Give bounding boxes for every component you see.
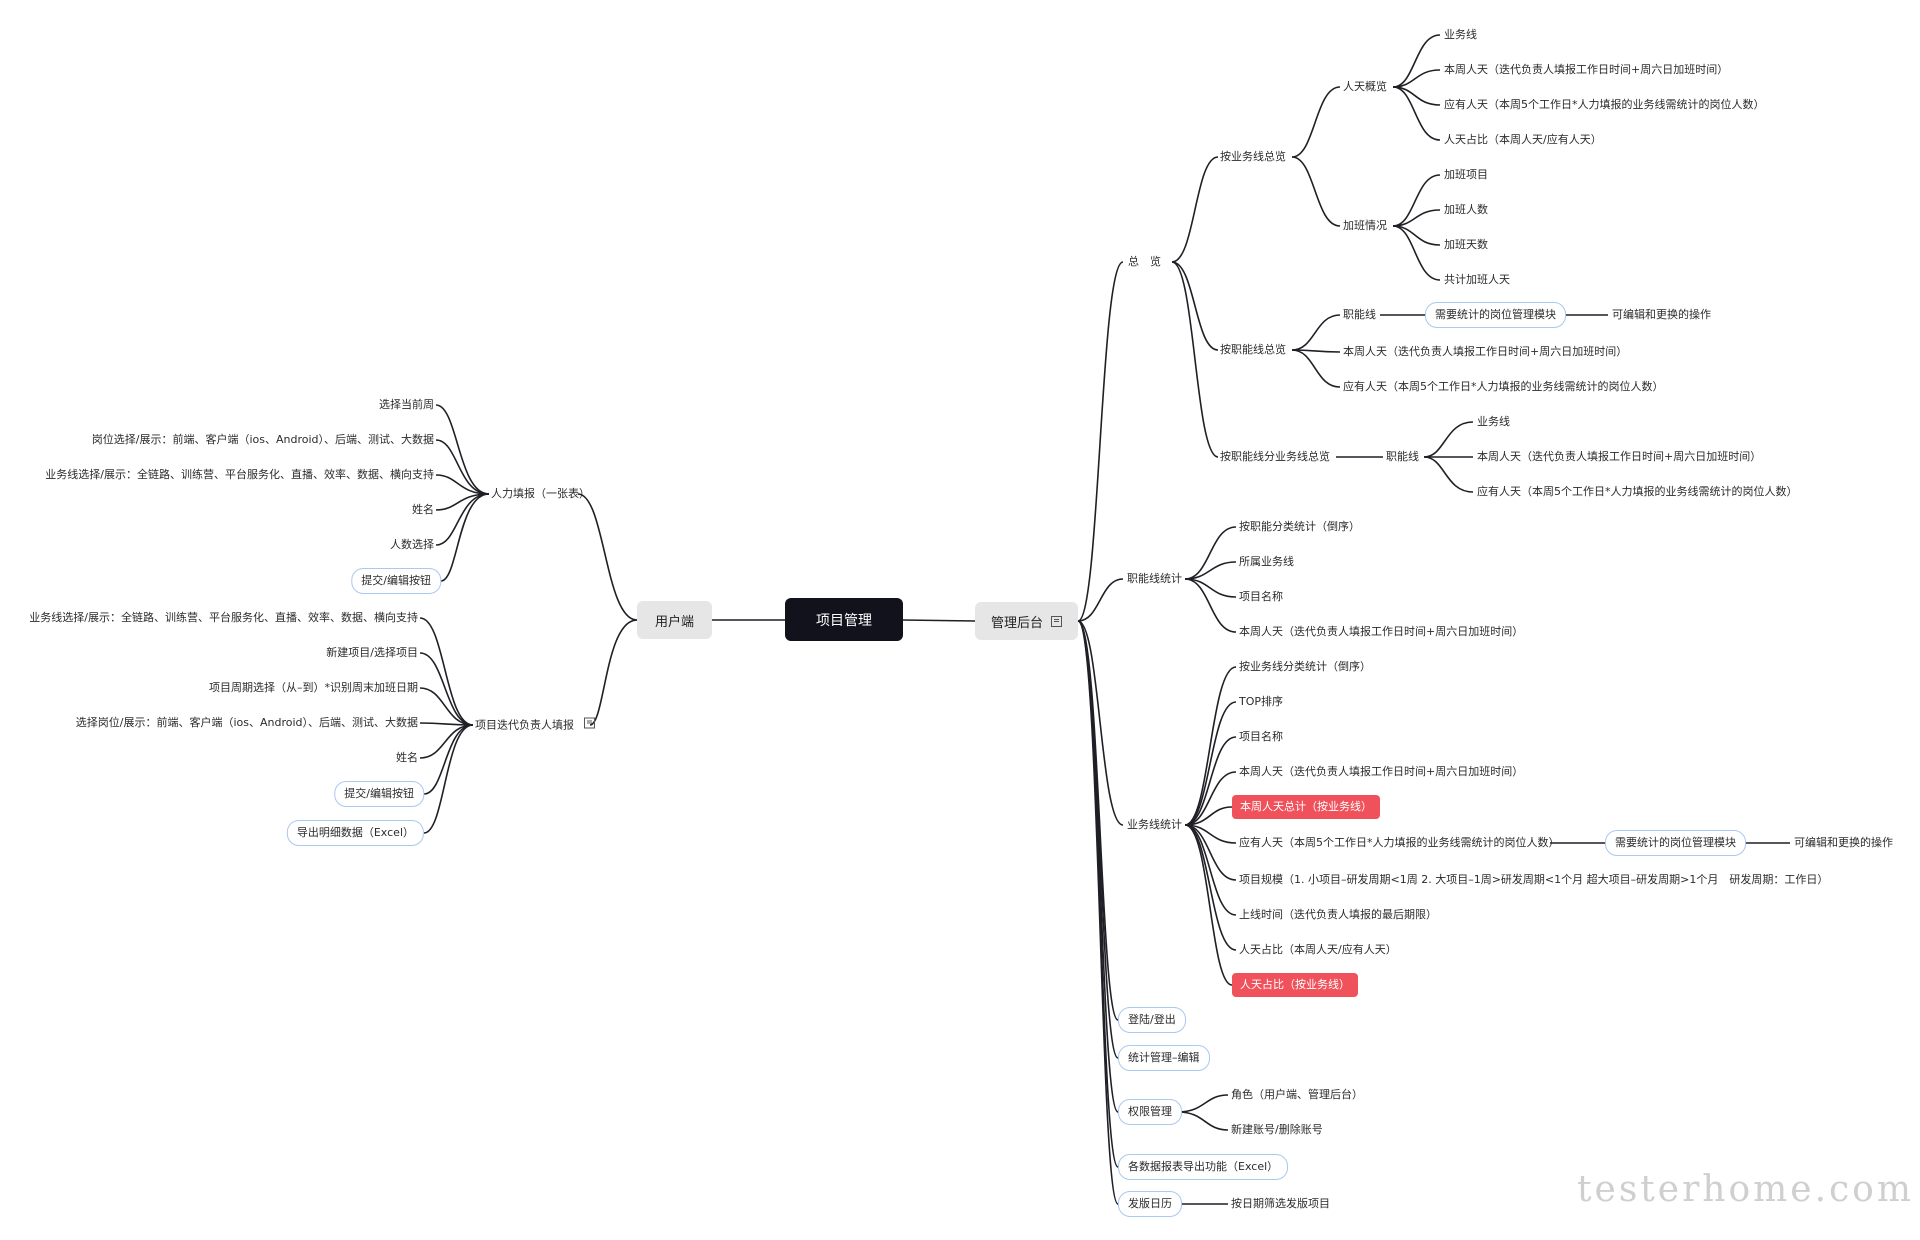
admin-label: 管理后台: [990, 615, 1043, 631]
node-iteration[interactable]: 项目迭代负责人填报: [475, 717, 595, 733]
overtime-item[interactable]: 加班人数: [1444, 203, 1488, 216]
business-stats-item[interactable]: 项目规模（1. 小项目–研发周期<1周 2. 大项目–1周>研发周期<1个月 超…: [1239, 873, 1829, 886]
node-by-business[interactable]: 按业务线总览: [1220, 150, 1286, 163]
fb-item[interactable]: 业务线: [1477, 415, 1510, 428]
function-stats-item[interactable]: 项目名称: [1239, 590, 1283, 603]
iteration-item[interactable]: 新建项目/选择项目: [326, 646, 418, 659]
user-side-label: 用户端: [654, 614, 694, 630]
node-user-side[interactable]: 用户端: [637, 601, 712, 639]
business-stats-item[interactable]: 应有人天（本周5个工作日*人力填报的业务线需统计的岗位人数）: [1239, 836, 1560, 849]
node-business-stats[interactable]: 业务线统计: [1127, 818, 1182, 831]
calendar-item[interactable]: 按日期筛选发版项目: [1231, 1197, 1330, 1210]
node-function-stats[interactable]: 职能线统计: [1127, 572, 1182, 585]
highlight-total-manday[interactable]: 本周人天总计（按业务线）: [1232, 795, 1380, 819]
manpower-item[interactable]: 岗位选择/展示：前端、客户端（ios、Android）、后端、测试、大数据: [91, 433, 434, 446]
business-stats-item[interactable]: 本周人天（迭代负责人填报工作日时间+周六日加班时间）: [1239, 765, 1524, 778]
manpower-item[interactable]: 姓名: [412, 503, 434, 516]
node-by-function-business[interactable]: 按职能线分业务线总览: [1220, 450, 1330, 463]
overtime-item[interactable]: 共计加班人天: [1444, 273, 1510, 286]
node-admin[interactable]: 管理后台: [975, 602, 1078, 640]
node-stats-manage[interactable]: 统计管理–编辑: [1118, 1045, 1210, 1071]
editable-note[interactable]: 可编辑和更换的操作: [1612, 308, 1711, 321]
function-line-label[interactable]: 职能线: [1386, 450, 1419, 463]
manpower-item[interactable]: 业务线选择/展示：全链路、训练营、平台服务化、直播、效率、数据、横向支持: [45, 468, 434, 481]
node-manpower[interactable]: 人力填报（一张表）: [491, 487, 590, 500]
by-function-item[interactable]: 本周人天（迭代负责人填报工作日时间+周六日加班时间）: [1343, 345, 1628, 358]
submit-edit-button[interactable]: 提交/编辑按钮: [334, 781, 424, 807]
root-label: 项目管理: [816, 612, 872, 629]
permission-item[interactable]: 角色（用户端、管理后台）: [1231, 1088, 1363, 1101]
position-module-pill[interactable]: 需要统计的岗位管理模块: [1605, 830, 1746, 856]
watermark: testerhome.com: [1577, 1169, 1914, 1210]
manday-item[interactable]: 人天占比（本周人天/应有人天）: [1444, 133, 1602, 146]
function-stats-item[interactable]: 本周人天（迭代负责人填报工作日时间+周六日加班时间）: [1239, 625, 1524, 638]
by-function-item[interactable]: 应有人天（本周5个工作日*人力填报的业务线需统计的岗位人数）: [1343, 380, 1664, 393]
function-line-label[interactable]: 职能线: [1343, 308, 1376, 321]
node-manday[interactable]: 人天概览: [1343, 80, 1387, 93]
iteration-item[interactable]: 项目周期选择（从–到）*识别周末加班日期: [209, 681, 418, 694]
manday-item[interactable]: 应有人天（本周5个工作日*人力填报的业务线需统计的岗位人数）: [1444, 98, 1765, 111]
export-detail-button[interactable]: 导出明细数据（Excel）: [286, 820, 424, 846]
business-stats-item[interactable]: 上线时间（迭代负责人填报的最后期限）: [1239, 908, 1437, 921]
business-stats-item[interactable]: 人天占比（本周人天/应有人天）: [1239, 943, 1397, 956]
node-overview[interactable]: 总 览: [1128, 255, 1161, 268]
node-overtime[interactable]: 加班情况: [1343, 219, 1387, 232]
editable-note[interactable]: 可编辑和更换的操作: [1794, 836, 1893, 849]
note-icon: [583, 717, 595, 729]
node-login[interactable]: 登陆/登出: [1118, 1007, 1186, 1033]
function-stats-item[interactable]: 所属业务线: [1239, 555, 1294, 568]
position-module-pill[interactable]: 需要统计的岗位管理模块: [1425, 302, 1566, 328]
manpower-item[interactable]: 选择当前周: [379, 398, 434, 411]
note-icon: [1051, 615, 1062, 627]
business-stats-item[interactable]: 项目名称: [1239, 730, 1283, 743]
manpower-item[interactable]: 人数选择: [390, 538, 434, 551]
root-node[interactable]: 项目管理: [785, 598, 903, 641]
fb-item[interactable]: 本周人天（迭代负责人填报工作日时间+周六日加班时间）: [1477, 450, 1762, 463]
node-permission[interactable]: 权限管理: [1118, 1099, 1182, 1125]
node-export[interactable]: 各数据报表导出功能（Excel）: [1118, 1154, 1289, 1180]
iteration-item[interactable]: 业务线选择/展示：全链路、训练营、平台服务化、直播、效率、数据、横向支持: [29, 611, 418, 624]
submit-edit-button[interactable]: 提交/编辑按钮: [351, 568, 441, 594]
node-calendar[interactable]: 发版日历: [1118, 1191, 1182, 1217]
fb-item[interactable]: 应有人天（本周5个工作日*人力填报的业务线需统计的岗位人数）: [1477, 485, 1798, 498]
function-stats-item[interactable]: 按职能分类统计（倒序）: [1239, 520, 1360, 533]
highlight-manday-ratio[interactable]: 人天占比（按业务线）: [1232, 973, 1358, 997]
overtime-item[interactable]: 加班天数: [1444, 238, 1488, 251]
iteration-item[interactable]: 姓名: [396, 751, 418, 764]
business-stats-item[interactable]: 按业务线分类统计（倒序）: [1239, 660, 1371, 673]
permission-item[interactable]: 新建账号/删除账号: [1231, 1123, 1323, 1136]
manday-item[interactable]: 本周人天（迭代负责人填报工作日时间+周六日加班时间）: [1444, 63, 1729, 76]
manday-item[interactable]: 业务线: [1444, 28, 1477, 41]
business-stats-item[interactable]: TOP排序: [1239, 695, 1284, 708]
iteration-item[interactable]: 选择岗位/展示：前端、客户端（ios、Android）、后端、测试、大数据: [75, 716, 418, 729]
node-by-function[interactable]: 按职能线总览: [1220, 343, 1286, 356]
overtime-item[interactable]: 加班项目: [1444, 168, 1488, 181]
